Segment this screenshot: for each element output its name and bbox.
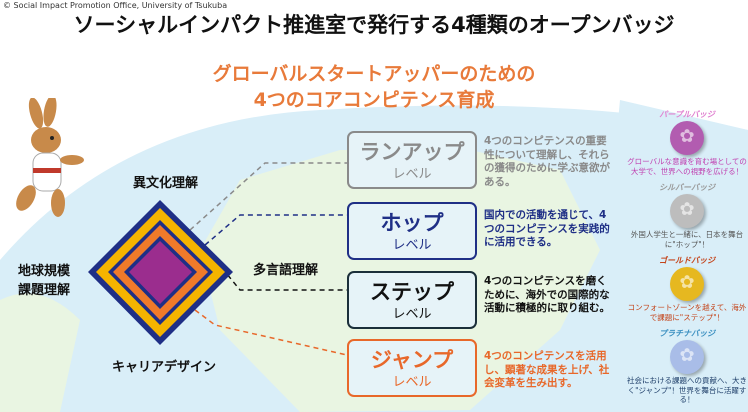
level-box-step: ステップレベル	[347, 271, 477, 329]
badge-gold: ゴールドバッジ ✿ コンフォートゾーンを越えて、海外で課題に"ステップ"！	[627, 256, 747, 322]
badge-purple: パープルバッジ ✿ グローバルな意識を育む場としての大学で、世界への視野を広げる…	[627, 110, 747, 176]
silver-badge-icon: ✿	[670, 194, 704, 228]
gold-badge-icon: ✿	[670, 267, 704, 301]
level-box-jump: ジャンプレベル	[347, 339, 477, 397]
label-intercultural: 異文化理解	[133, 176, 199, 191]
page-title: ソーシャルインパクト推進室で発行する4種類のオープンバッジ	[73, 13, 675, 37]
level-desc-jump: 4つのコンピテンスを活用し、顕著な成果を上げ、社会変革を生み出す。	[484, 350, 610, 389]
subtitle-line-1: グローバルスタートアッパーのための	[212, 63, 536, 85]
level-desc-hop: 国内での活動を通じて、4つのコンピテンスを実践的に活用できる。	[484, 209, 610, 248]
badge-silver: シルバーバッジ ✿ 外国人学生と一緒に、日本を舞台に"ホップ"！	[630, 183, 744, 249]
badge-platinum: プラチナバッジ ✿ 社会における課題への貢献へ、大きく"ジャンプ"！世界を舞台に…	[627, 329, 747, 404]
competence-diamond	[88, 200, 233, 345]
level-desc-step: 4つのコンピテンスを磨くために、海外での国際的な活動に積極的に取り組む。	[484, 275, 610, 314]
copyright: © Social Impact Promotion Office, Univer…	[3, 1, 228, 10]
label-career-design: キャリアデザイン	[112, 360, 217, 375]
label-multilingual: 多言語理解	[253, 263, 319, 278]
level-desc-runup: 4つのコンピテンスの重要性について理解し、それらの獲得のために学ぶ意欲がある。	[484, 135, 610, 188]
level-box-hop: ホップレベル	[347, 202, 477, 260]
subtitle-line-2: 4つのコアコンピテンス育成	[253, 89, 495, 111]
purple-badge-icon: ✿	[670, 121, 704, 155]
level-box-runup: ランアップレベル	[347, 131, 477, 189]
label-global-issues: 地球規模 課題理解	[18, 264, 71, 298]
rabbit-mascot-icon	[16, 98, 84, 217]
platinum-badge-icon: ✿	[670, 340, 704, 374]
